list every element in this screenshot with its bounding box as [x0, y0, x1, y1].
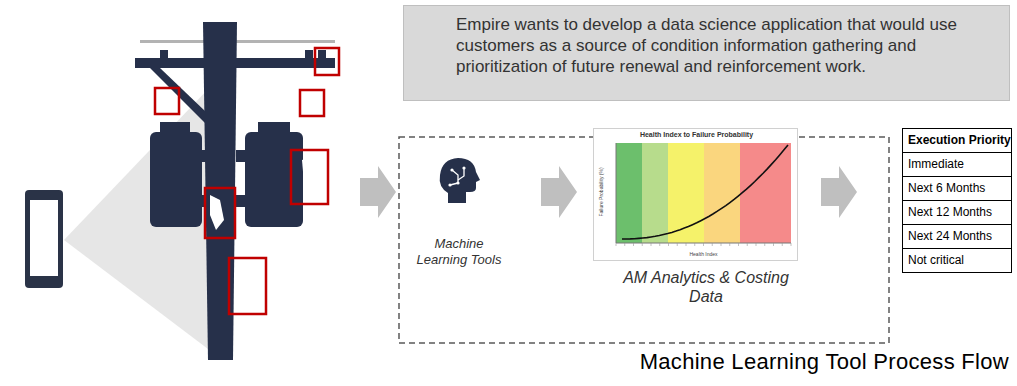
chart-title: Health Index to Failure Probability [594, 131, 799, 138]
dashed-region [399, 137, 889, 343]
description-box: Empire wants to develop a data science a… [403, 5, 1010, 101]
tool-label: Machine Learning Tools [412, 236, 506, 268]
tick [677, 243, 678, 246]
utility-pole [135, 22, 335, 360]
tick [668, 243, 669, 246]
phone [25, 190, 63, 288]
tick [659, 243, 660, 246]
tick [624, 243, 625, 246]
tick [764, 243, 765, 246]
tick [773, 243, 774, 246]
ai-head-icon [440, 158, 480, 203]
phone-screen [30, 200, 58, 276]
chart-box: Health Index to Failure ProbabilityFailu… [593, 128, 798, 261]
caption: Machine Learning Tool Process Flow [640, 348, 1009, 376]
chart-label: AM Analytics & Costing Data [606, 268, 806, 306]
chart-plot [594, 129, 799, 262]
tick [712, 243, 713, 246]
tick [703, 243, 704, 246]
description-text: Empire wants to develop a data science a… [456, 14, 999, 77]
chart-band [704, 143, 740, 243]
defect-boxes [155, 48, 339, 314]
y-axis [616, 143, 617, 243]
tick [616, 243, 617, 246]
tick [782, 243, 783, 246]
camera-beam [64, 85, 212, 352]
tick [729, 243, 730, 246]
table-cell: Next 24 Months [903, 225, 1011, 249]
probability-curve [622, 145, 788, 239]
chart-band [642, 143, 668, 243]
tick [791, 243, 792, 246]
tick [686, 243, 687, 246]
tick [642, 243, 643, 246]
tick [738, 243, 739, 246]
chart-band [740, 143, 791, 243]
priority-table: Execution PriorityImmediateNext 6 Months… [902, 128, 1012, 273]
y-axis-title: Failure Probability (%) [598, 147, 604, 237]
table-header: Execution Priority [903, 129, 1011, 153]
tick [721, 243, 722, 246]
table-cell: Immediate [903, 153, 1011, 177]
tick [694, 243, 695, 246]
table-cell: Next 12 Months [903, 201, 1011, 225]
table-cell: Next 6 Months [903, 177, 1011, 201]
x-axis-title: Health Index [616, 251, 791, 257]
table-cell: Not critical [903, 249, 1011, 272]
damage-marks [158, 93, 322, 310]
chart-band [616, 143, 642, 243]
tick [651, 243, 652, 246]
tick [747, 243, 748, 246]
tick [633, 243, 634, 246]
tick [756, 243, 757, 246]
